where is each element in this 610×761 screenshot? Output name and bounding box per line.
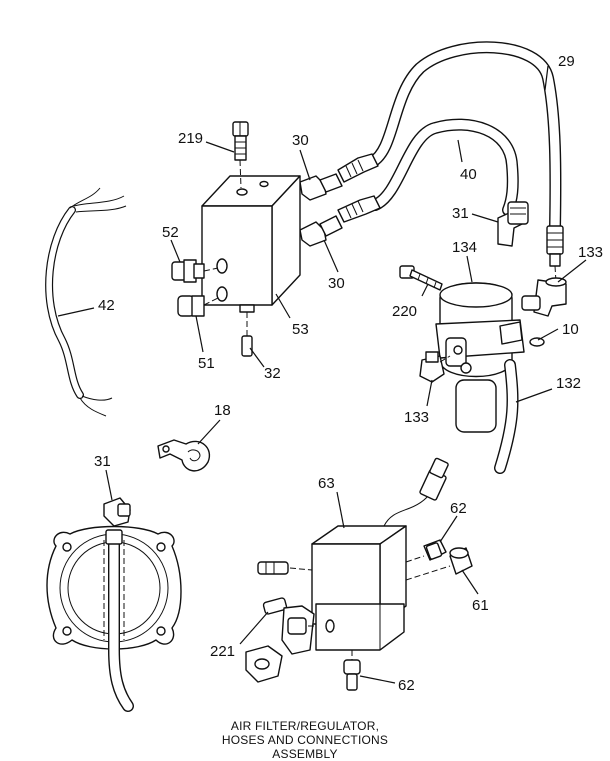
callout-221: 221 xyxy=(210,643,235,660)
o-ring-10 xyxy=(529,337,545,347)
callout-133-bottom: 133 xyxy=(404,409,429,426)
callout-29: 29 xyxy=(558,53,575,70)
regulator-63 xyxy=(311,457,449,651)
callout-219: 219 xyxy=(178,130,203,147)
callout-52: 52 xyxy=(162,224,179,241)
fitting-52 xyxy=(171,259,219,283)
callout-30-top: 30 xyxy=(292,132,309,149)
fitting-133-bottom xyxy=(419,351,451,383)
callout-53: 53 xyxy=(292,321,309,338)
caption-line-2: HOSES AND CONNECTIONS xyxy=(221,733,389,747)
callout-62-top: 62 xyxy=(450,500,467,517)
bolt-220 xyxy=(399,265,443,291)
callout-51: 51 xyxy=(198,355,215,372)
hose-ferrule-lower xyxy=(337,195,381,223)
callout-134: 134 xyxy=(452,239,477,256)
hose-29 xyxy=(366,41,564,283)
callout-31-bottom: 31 xyxy=(94,453,111,470)
tee-fitting-133-top xyxy=(521,277,567,317)
pin-32 xyxy=(241,312,253,357)
bolt-219 xyxy=(232,121,249,189)
caption-line-3: ASSEMBLY xyxy=(272,747,338,761)
callout-62-bottom: 62 xyxy=(398,677,415,694)
elbow-31-bottom xyxy=(103,497,131,527)
leader-lines xyxy=(57,65,587,684)
fitting-51 xyxy=(177,295,219,317)
hose-ferrule-upper xyxy=(337,153,379,183)
hose-barb-221 xyxy=(245,561,316,683)
callout-42: 42 xyxy=(98,297,115,314)
elbow-31-top xyxy=(497,201,529,247)
callout-32: 32 xyxy=(264,365,281,382)
manifold-block-53 xyxy=(201,175,301,313)
hose-132 xyxy=(494,359,519,474)
hose-40 xyxy=(369,118,519,216)
callout-10: 10 xyxy=(562,321,579,338)
callout-40: 40 xyxy=(460,166,477,183)
callout-132: 132 xyxy=(556,375,581,392)
filter-134 xyxy=(435,282,525,433)
fitting-30-lower xyxy=(299,215,343,247)
hose-bottom xyxy=(105,529,134,712)
callout-133-top: 133 xyxy=(578,244,603,261)
diagram-caption: AIR FILTER/REGULATOR, HOSES AND CONNECTI… xyxy=(0,719,610,761)
wire-harness-42 xyxy=(45,187,127,417)
callout-63: 63 xyxy=(318,475,335,492)
fitting-61 xyxy=(405,547,473,581)
fitting-30-upper xyxy=(299,173,343,201)
callout-18: 18 xyxy=(214,402,231,419)
caption-line-1: AIR FILTER/REGULATOR, xyxy=(230,719,380,733)
fitting-62-bottom xyxy=(343,650,361,691)
callout-31-top: 31 xyxy=(452,205,469,222)
fitting-62-top xyxy=(405,539,447,563)
callout-220: 220 xyxy=(392,303,417,320)
clamp-18 xyxy=(157,439,211,472)
callout-labels: 29 219 30 40 31 52 42 30 134 133 220 53 … xyxy=(94,53,603,694)
callout-61: 61 xyxy=(472,597,489,614)
callout-30-bottom: 30 xyxy=(328,275,345,292)
